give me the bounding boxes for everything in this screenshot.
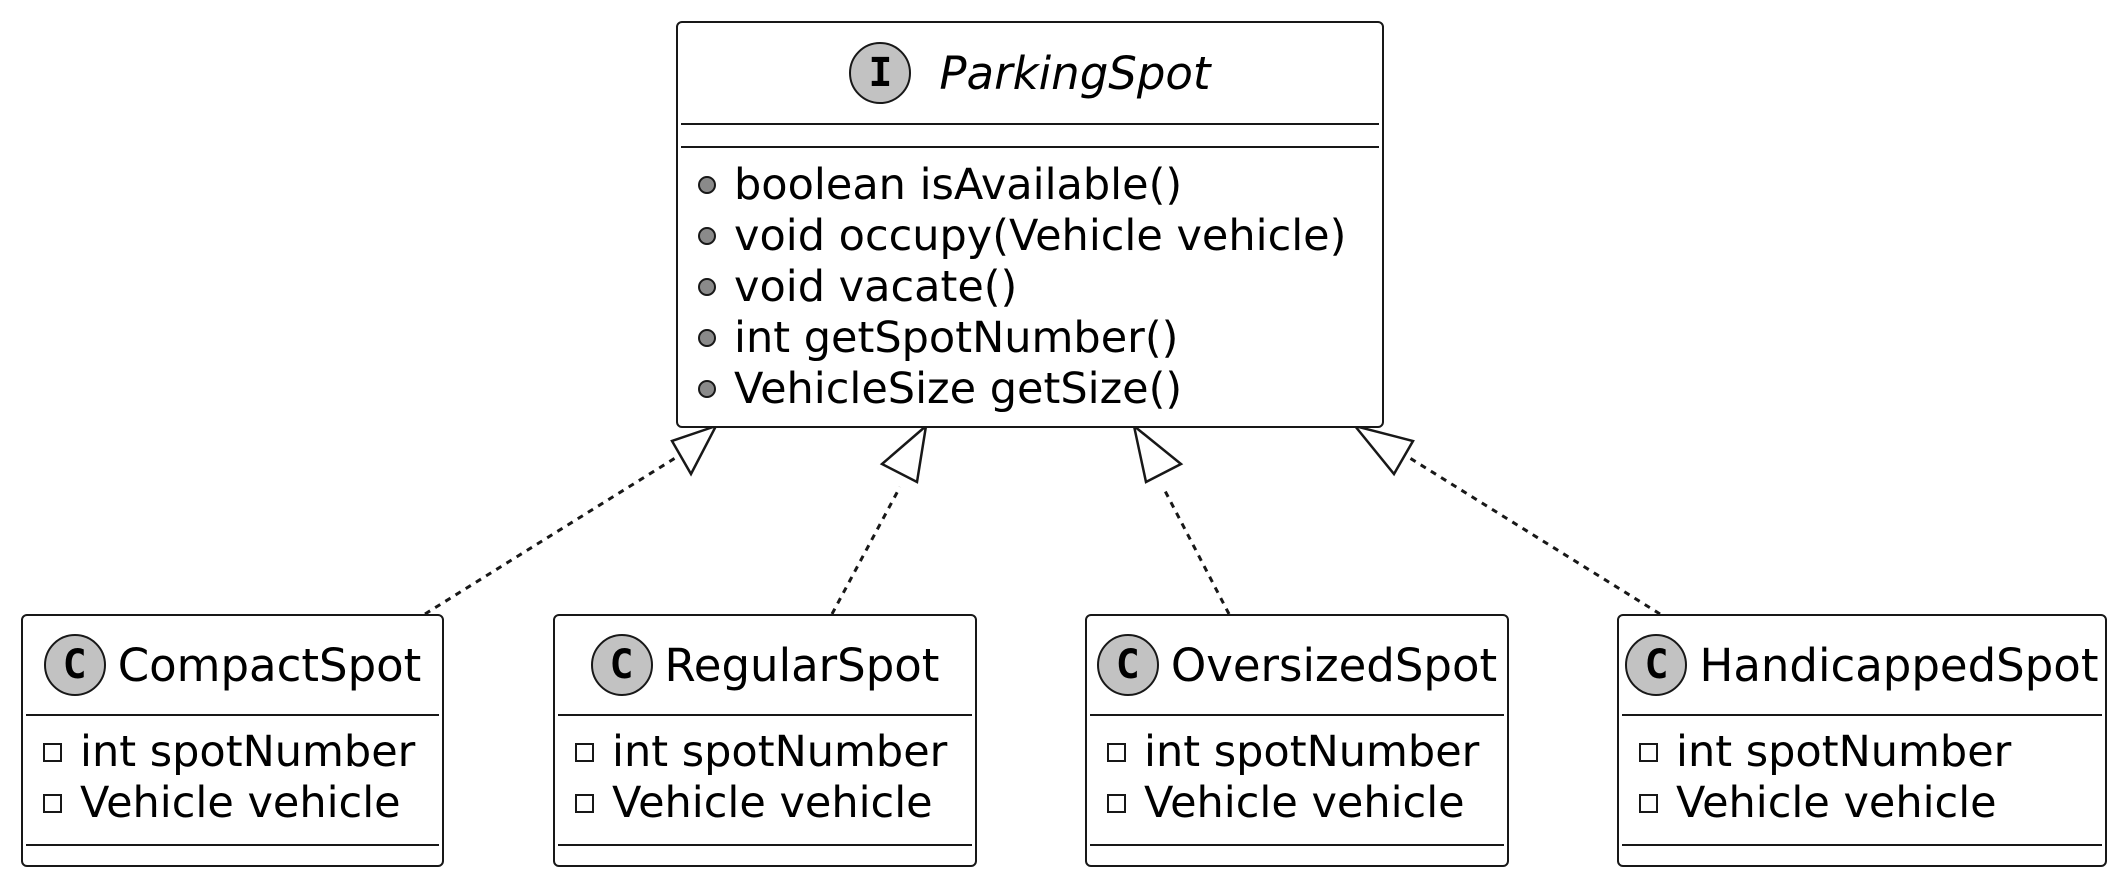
method-item: boolean isAvailable() bbox=[698, 159, 1182, 211]
interface-divider-2 bbox=[681, 146, 1379, 148]
relation-regularspot-line bbox=[830, 486, 902, 615]
field-item: int spotNumber bbox=[43, 726, 415, 778]
private-visibility-icon bbox=[43, 742, 62, 762]
class-regularspot[interactable]: C RegularSpot int spotNumber Vehicle veh… bbox=[553, 614, 977, 867]
private-visibility-icon bbox=[1107, 742, 1126, 762]
relation-oversizedspot-line bbox=[1161, 486, 1231, 615]
class-stereotype-icon: C bbox=[1625, 634, 1688, 696]
private-visibility-icon bbox=[575, 742, 594, 762]
class-name: CompactSpot bbox=[117, 638, 422, 692]
class-name: OversizedSpot bbox=[1170, 638, 1498, 692]
method-item: VehicleSize getSize() bbox=[698, 363, 1182, 415]
class-handicappedspot[interactable]: C HandicappedSpot int spotNumber Vehicle… bbox=[1617, 614, 2107, 867]
class-divider-2 bbox=[558, 844, 972, 846]
class-divider-1 bbox=[1090, 714, 1504, 716]
class-divider-1 bbox=[558, 714, 972, 716]
method-item: void occupy(Vehicle vehicle) bbox=[698, 210, 1346, 262]
interface-stereotype-icon: I bbox=[849, 42, 912, 104]
realization-arrowhead-compactspot bbox=[670, 423, 719, 477]
field-item: int spotNumber bbox=[575, 726, 947, 778]
class-stereotype-icon: C bbox=[1096, 634, 1159, 696]
class-divider-2 bbox=[1622, 844, 2102, 846]
method-item: void vacate() bbox=[698, 261, 1017, 313]
interface-parkingspot[interactable]: I ParkingSpot boolean isAvailable() void… bbox=[676, 21, 1384, 428]
class-divider-2 bbox=[1090, 844, 1504, 846]
relation-compactspot-line bbox=[424, 453, 681, 616]
field-item: Vehicle vehicle bbox=[1107, 777, 1465, 829]
public-visibility-icon bbox=[698, 329, 716, 347]
class-compactspot[interactable]: C CompactSpot int spotNumber Vehicle veh… bbox=[21, 614, 444, 867]
private-visibility-icon bbox=[1639, 793, 1658, 813]
private-visibility-icon bbox=[1107, 793, 1126, 813]
realization-arrowhead-handicappedspot bbox=[1351, 423, 1415, 477]
field-item: int spotNumber bbox=[1639, 726, 2011, 778]
private-visibility-icon bbox=[575, 793, 594, 813]
field-item: Vehicle vehicle bbox=[43, 777, 401, 829]
public-visibility-icon bbox=[698, 278, 716, 296]
interface-name: ParkingSpot bbox=[939, 46, 1211, 100]
class-divider-1 bbox=[1622, 714, 2102, 716]
class-name: HandicappedSpot bbox=[1699, 638, 2099, 692]
field-item: Vehicle vehicle bbox=[1639, 777, 1997, 829]
method-item: int getSpotNumber() bbox=[698, 312, 1178, 364]
public-visibility-icon bbox=[698, 380, 716, 398]
field-item: Vehicle vehicle bbox=[575, 777, 933, 829]
class-oversizedspot[interactable]: C OversizedSpot int spotNumber Vehicle v… bbox=[1085, 614, 1509, 867]
class-divider-2 bbox=[26, 844, 439, 846]
field-item: int spotNumber bbox=[1107, 726, 1479, 778]
class-stereotype-icon: C bbox=[590, 634, 653, 696]
interface-divider-1 bbox=[681, 123, 1379, 125]
realization-arrowhead-regularspot bbox=[879, 422, 928, 484]
private-visibility-icon bbox=[43, 793, 62, 813]
realization-arrowhead-oversizedspot bbox=[1132, 422, 1184, 484]
class-stereotype-icon: C bbox=[43, 634, 106, 696]
class-divider-1 bbox=[26, 714, 439, 716]
public-visibility-icon bbox=[698, 227, 716, 245]
class-name: RegularSpot bbox=[664, 638, 940, 692]
private-visibility-icon bbox=[1639, 742, 1658, 762]
relation-handicappedspot-line bbox=[1404, 453, 1661, 616]
public-visibility-icon bbox=[698, 176, 716, 194]
